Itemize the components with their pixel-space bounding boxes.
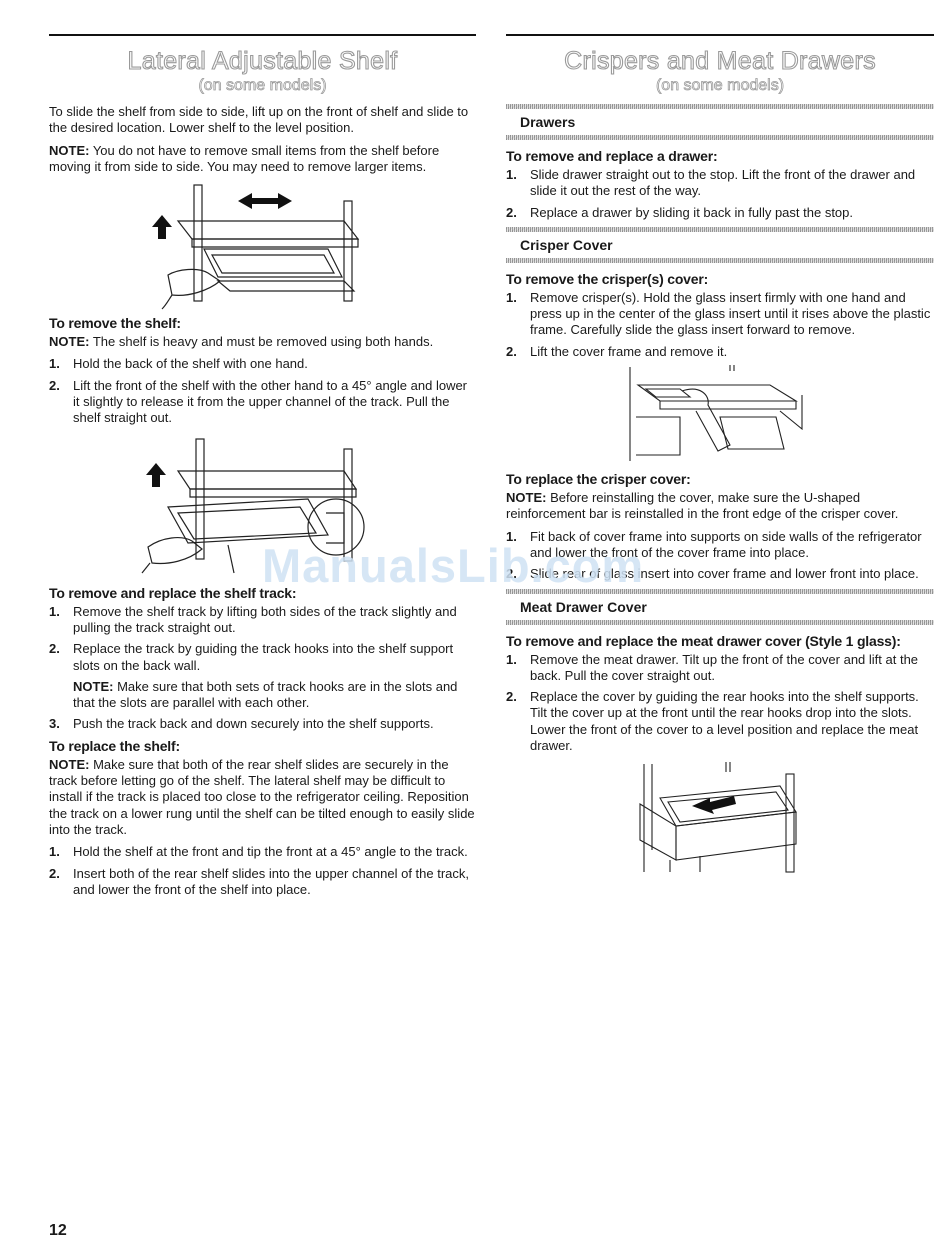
list-item: 2.Lift the cover frame and remove it.	[506, 343, 728, 359]
band-meat-drawer-cover: Meat Drawer Cover	[506, 588, 934, 625]
shelf-remove-illustration	[141, 438, 365, 574]
drawer-heading: To remove and replace a drawer:	[506, 148, 718, 164]
replace-shelf-steps: 1.Hold the shelf at the front and tip th…	[49, 844, 476, 898]
list-item: 2.Lift the front of the shelf with the o…	[49, 377, 468, 426]
band-label: Drawers	[506, 109, 934, 135]
list-item: 2.Replace a drawer by sliding it back in…	[506, 204, 854, 220]
list-item: 1.Remove the meat drawer. Tilt up the fr…	[506, 651, 919, 683]
note-track-hooks: NOTE: Make sure that both sets of track …	[73, 678, 458, 711]
list-item: 1.Hold the shelf at the front and tip th…	[49, 844, 468, 860]
remove-shelf-heading: To remove the shelf:	[49, 315, 181, 332]
note-small-items: NOTE: You do not have to remove small it…	[49, 142, 440, 174]
remove-shelf-steps: 1.Hold the back of the shelf with one ha…	[49, 356, 476, 426]
list-item: 1.Remove the shelf track by lifting both…	[49, 603, 457, 635]
section-title-lateral-shelf: Lateral Adjustable Shelf	[127, 46, 398, 75]
intro-text: To slide the shelf from side to side, li…	[49, 104, 469, 136]
manualslib-watermark: ManualsLib.com	[262, 539, 645, 592]
replace-shelf-heading: To replace the shelf:	[49, 737, 180, 754]
crisper-replace-steps: 1.Fit back of cover frame into supports …	[506, 529, 934, 583]
list-item: 2.Replace the cover by guiding the rear …	[506, 689, 919, 754]
top-rule-left	[49, 34, 476, 36]
band-drawers: Drawers	[506, 104, 934, 140]
top-rule-right	[506, 34, 934, 36]
list-item: 2.Replace the track by guiding the track…	[49, 641, 476, 711]
meat-drawer-illustration	[639, 762, 797, 873]
section-subtitle-left: (on some models)	[198, 77, 327, 95]
list-item: 1.Slide drawer straight out to the stop.…	[506, 167, 916, 199]
left-arrow-icon	[692, 796, 736, 815]
left-column: Lateral Adjustable Shelf (on some models…	[49, 34, 476, 903]
section-subtitle-right: (on some models)	[655, 77, 785, 95]
list-item: 1.Remove crisper(s). Hold the glass inse…	[506, 289, 931, 338]
list-item: 2.Slide rear of glass insert into cover …	[506, 566, 919, 582]
up-arrow-icon	[151, 215, 172, 240]
drawer-steps: 1.Slide drawer straight out to the stop.…	[506, 167, 934, 221]
note-rear-slides: NOTE: Make sure that both of the rear sh…	[49, 756, 475, 837]
band-label: Meat Drawer Cover	[506, 593, 934, 620]
band-crisper-cover: Crisper Cover	[506, 226, 934, 263]
note-u-bar: NOTE: Before reinstalling the cover, mak…	[506, 490, 899, 522]
meat-drawer-steps: 1.Remove the meat drawer. Tilt up the fr…	[506, 652, 934, 755]
page-number: 12	[49, 1222, 67, 1239]
list-item: 2.Insert both of the rear shelf slides i…	[49, 865, 470, 897]
shelf-track-steps: 1.Remove the shelf track by lifting both…	[49, 604, 476, 733]
crisper-cover-illustration	[629, 365, 803, 462]
up-arrow-icon	[145, 462, 166, 487]
crisper-replace-heading: To replace the crisper cover:	[506, 471, 691, 488]
left-right-arrow-icon	[237, 193, 292, 210]
shelf-track-heading: To remove and replace the shelf track:	[49, 584, 297, 601]
meat-drawer-heading: To remove and replace the meat drawer co…	[506, 632, 901, 649]
list-item: 3.Push the track back and down securely …	[49, 716, 434, 732]
band-label: Crisper Cover	[506, 231, 934, 258]
section-title-crispers: Crispers and Meat Drawers	[564, 46, 877, 75]
crisper-remove-steps: 1.Remove crisper(s). Hold the glass inse…	[506, 290, 934, 360]
shelf-slide-illustration	[151, 184, 359, 310]
list-item: 1.Hold the back of the shelf with one ha…	[49, 356, 308, 372]
crisper-remove-heading: To remove the crisper(s) cover:	[506, 270, 709, 287]
list-item: 1.Fit back of cover frame into supports …	[506, 528, 922, 560]
note-heavy-shelf: NOTE: The shelf is heavy and must be rem…	[49, 334, 434, 350]
right-column: Crispers and Meat Drawers (on some model…	[506, 34, 934, 875]
